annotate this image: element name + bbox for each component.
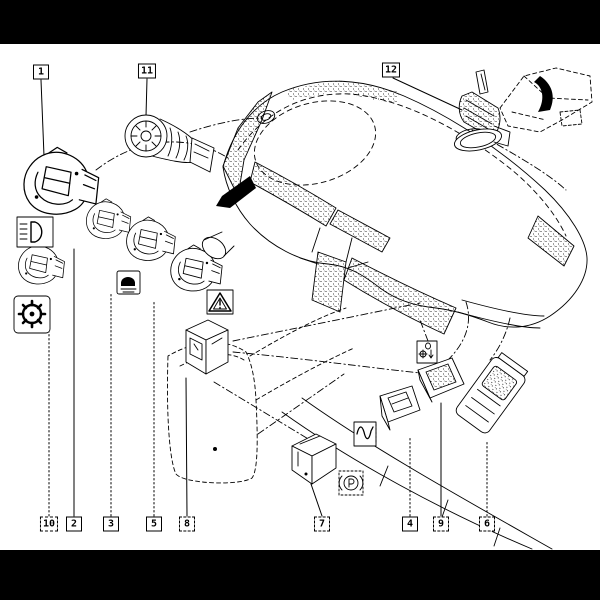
callout-line-8 — [185, 377, 188, 517]
callout-1: 1 — [33, 64, 49, 80]
callout-12: 12 — [381, 62, 401, 78]
waveform-icon — [353, 421, 377, 447]
switch-4-illustration — [379, 385, 421, 431]
callout-7: 7 — [314, 516, 330, 532]
switch-12-illustration — [453, 69, 511, 152]
callout-5: 5 — [146, 516, 162, 532]
dashboard-illustration — [167, 80, 588, 550]
switch-3-illustration — [126, 216, 176, 261]
callout-3: 3 — [103, 516, 119, 532]
switch-5-illustration — [170, 231, 235, 292]
mounting-bracket-illustration — [499, 67, 593, 133]
switch-8-illustration — [185, 319, 229, 375]
pointer-arrow-left — [216, 176, 256, 208]
rear-fog-light-icon — [116, 270, 141, 295]
callout-8: 8 — [179, 516, 195, 532]
callout-4: 4 — [402, 516, 418, 532]
switch-10-illustration — [18, 242, 65, 285]
thumbwheel-icon — [416, 340, 438, 364]
callout-9: 9 — [433, 516, 449, 532]
callout-10: 10 — [39, 516, 59, 532]
switch-2-illustration — [85, 198, 132, 239]
switch-9-illustration — [417, 357, 465, 403]
hazard-triangle-icon — [206, 289, 234, 315]
low-beam-headlight-icon — [16, 216, 54, 248]
gear-wheel-icon — [13, 295, 51, 334]
switch-1-illustration — [23, 146, 100, 215]
callout-line-1 — [40, 79, 45, 157]
callout-line-7 — [310, 483, 323, 517]
top-black-bar — [0, 0, 600, 44]
switch-11-illustration — [124, 114, 215, 173]
bottom-black-bar — [0, 550, 600, 600]
callout-line-11 — [145, 78, 148, 117]
callout-6: 6 — [479, 516, 495, 532]
callout-2: 2 — [66, 516, 82, 532]
switch-7-illustration — [291, 433, 337, 485]
pointer-arrow-right — [534, 76, 553, 112]
callout-line-12 — [392, 77, 463, 111]
callout-11: 11 — [137, 63, 157, 79]
switch-6-illustration — [455, 352, 529, 434]
callout-lines — [40, 77, 488, 517]
parking-brake-icon — [338, 470, 364, 496]
